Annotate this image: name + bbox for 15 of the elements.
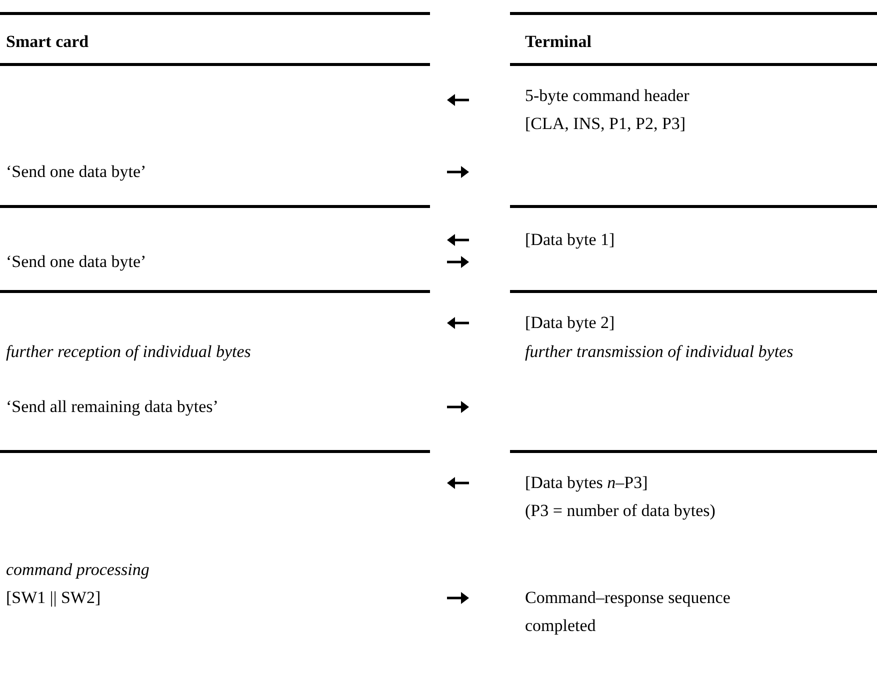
message-text: Command–response sequence completed bbox=[525, 587, 732, 637]
column-heading: Terminal bbox=[525, 31, 592, 53]
message-text: (P3 = number of data bytes) bbox=[525, 500, 716, 522]
note-text: further reception of individual bytes bbox=[6, 341, 251, 363]
message-text: ‘Send all remaining data bytes’ bbox=[6, 396, 218, 418]
message-text: [SW1 || SW2] bbox=[6, 587, 101, 609]
message-text: 5-byte command header [CLA, INS, P1, P2, P3] bbox=[525, 85, 690, 135]
message-text: [Data byte 2] bbox=[525, 312, 615, 334]
message-text: ‘Send one data byte’ bbox=[6, 161, 146, 183]
message-text: [Data byte 1] bbox=[525, 229, 615, 251]
note-text: command processing bbox=[6, 559, 150, 581]
note-text: further transmission of individual bytes bbox=[525, 341, 794, 363]
message-text: [Data bytes n–P3] bbox=[525, 472, 648, 494]
column-heading: Smart card bbox=[6, 31, 89, 53]
message-text: ‘Send one data byte’ bbox=[6, 251, 146, 273]
